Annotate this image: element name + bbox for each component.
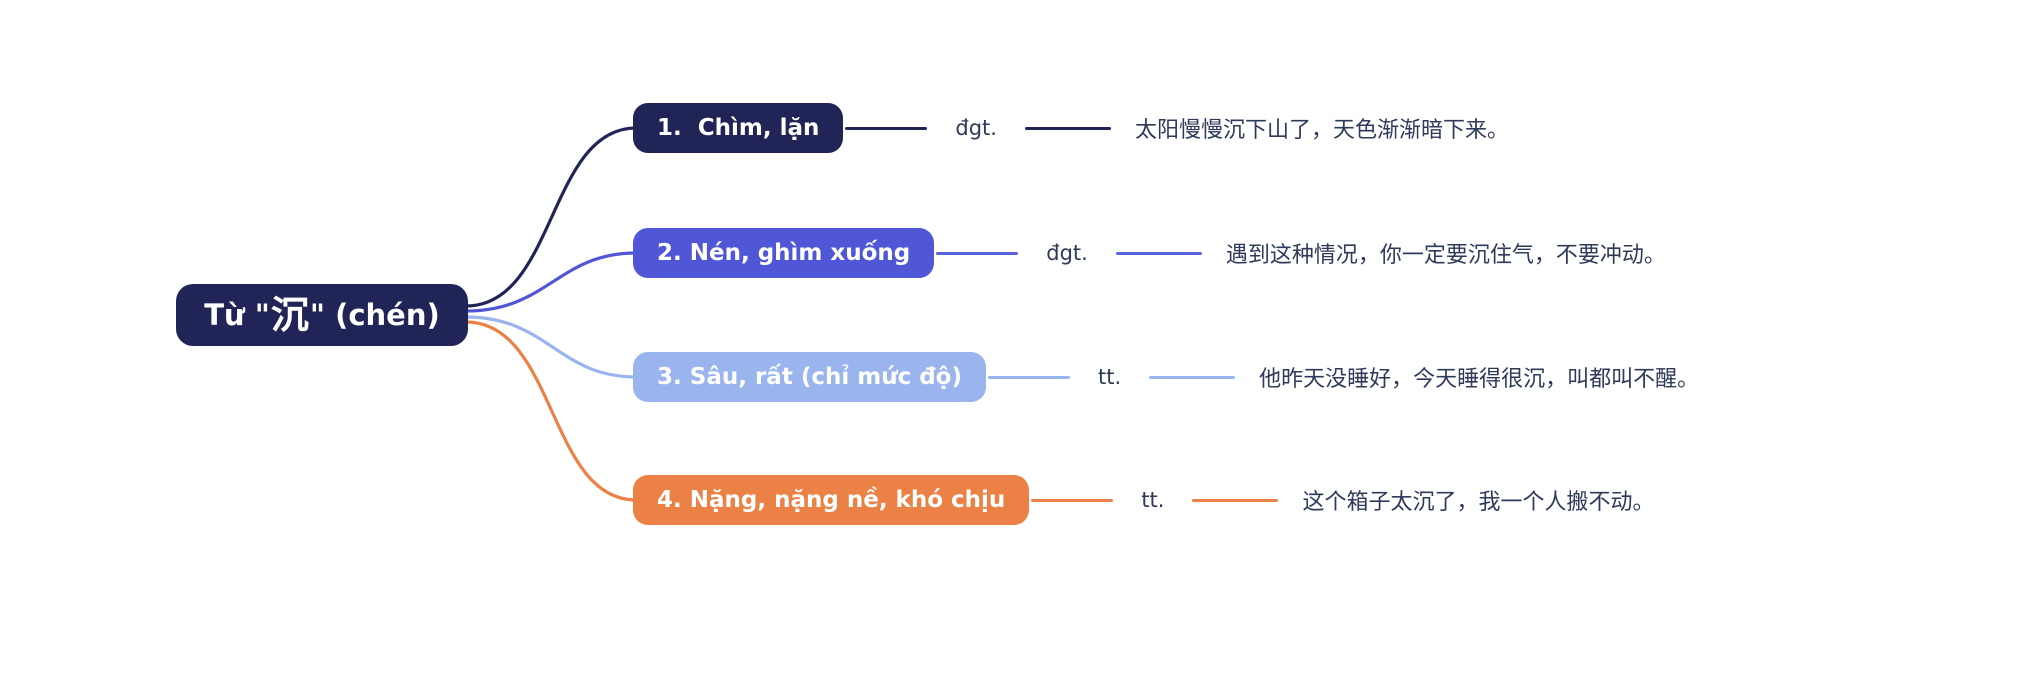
root-node-suffix: " (chén) <box>309 298 440 332</box>
branch-row-4: 4. Nặng, nặng nề, khó chịu tt. 这个箱子太沉了，我… <box>633 475 1654 525</box>
pos-label-node-1[interactable]: đgt. <box>955 116 997 140</box>
branch-row-2: 2. Nén, ghìm xuống đgt. 遇到这种情况，你一定要沉住气，不… <box>633 228 1666 278</box>
example-node-1[interactable]: 太阳慢慢沉下山了，天色渐渐暗下来。 <box>1134 118 1509 143</box>
connector-line <box>1149 375 1236 379</box>
root-node-character: 沉 <box>270 293 309 337</box>
pos-label-node-3[interactable]: tt. <box>1098 365 1122 389</box>
branch-row-3: 3. Sâu, rất (chỉ mức độ) tt. 他昨天没睡好，今天睡得… <box>633 352 1699 402</box>
example-node-3[interactable]: 他昨天没睡好，今天睡得很沉，叫都叫不醒。 <box>1259 367 1700 392</box>
connector-line <box>936 251 1019 255</box>
branch-node-label: 3. Sâu, rất (chỉ mức độ) <box>657 364 962 390</box>
connector-line <box>1024 126 1111 130</box>
connector-curve-3 <box>464 315 638 379</box>
branch-node-label: 4. Nặng, nặng nề, khó chịu <box>657 487 1006 513</box>
connector-line <box>845 126 928 130</box>
root-node[interactable]: Từ " 沉 " (chén) <box>176 284 468 346</box>
branch-node-2[interactable]: 2. Nén, ghìm xuống <box>633 228 935 278</box>
branch-node-3[interactable]: 3. Sâu, rất (chỉ mức độ) <box>633 352 986 402</box>
pos-label-node-4[interactable]: tt. <box>1141 488 1165 512</box>
branch-node-4[interactable]: 4. Nặng, nặng nề, khó chịu <box>633 475 1030 525</box>
connector-curve-2 <box>464 251 638 313</box>
pos-label-node-2[interactable]: đgt. <box>1046 241 1088 265</box>
example-node-2[interactable]: 遇到这种情况，你一定要沉住气，不要冲动。 <box>1225 243 1666 268</box>
branch-node-1[interactable]: 1. Chìm, lặn <box>633 103 844 153</box>
connector-curve-1 <box>464 126 638 308</box>
example-node-4[interactable]: 这个箱子太沉了，我一个人搬不动。 <box>1302 490 1655 515</box>
branch-node-label: 1. Chìm, lặn <box>657 115 820 141</box>
connector-line <box>1115 251 1202 255</box>
connector-line <box>1192 498 1279 502</box>
branch-node-label: 2. Nén, ghìm xuống <box>657 240 911 266</box>
connector-line <box>988 375 1070 379</box>
branch-row-1: 1. Chìm, lặn đgt. 太阳慢慢沉下山了，天色渐渐暗下来。 <box>633 103 1509 153</box>
connector-curve-4 <box>464 320 638 502</box>
connector-line <box>1031 498 1114 502</box>
root-node-prefix: Từ " <box>204 298 270 332</box>
